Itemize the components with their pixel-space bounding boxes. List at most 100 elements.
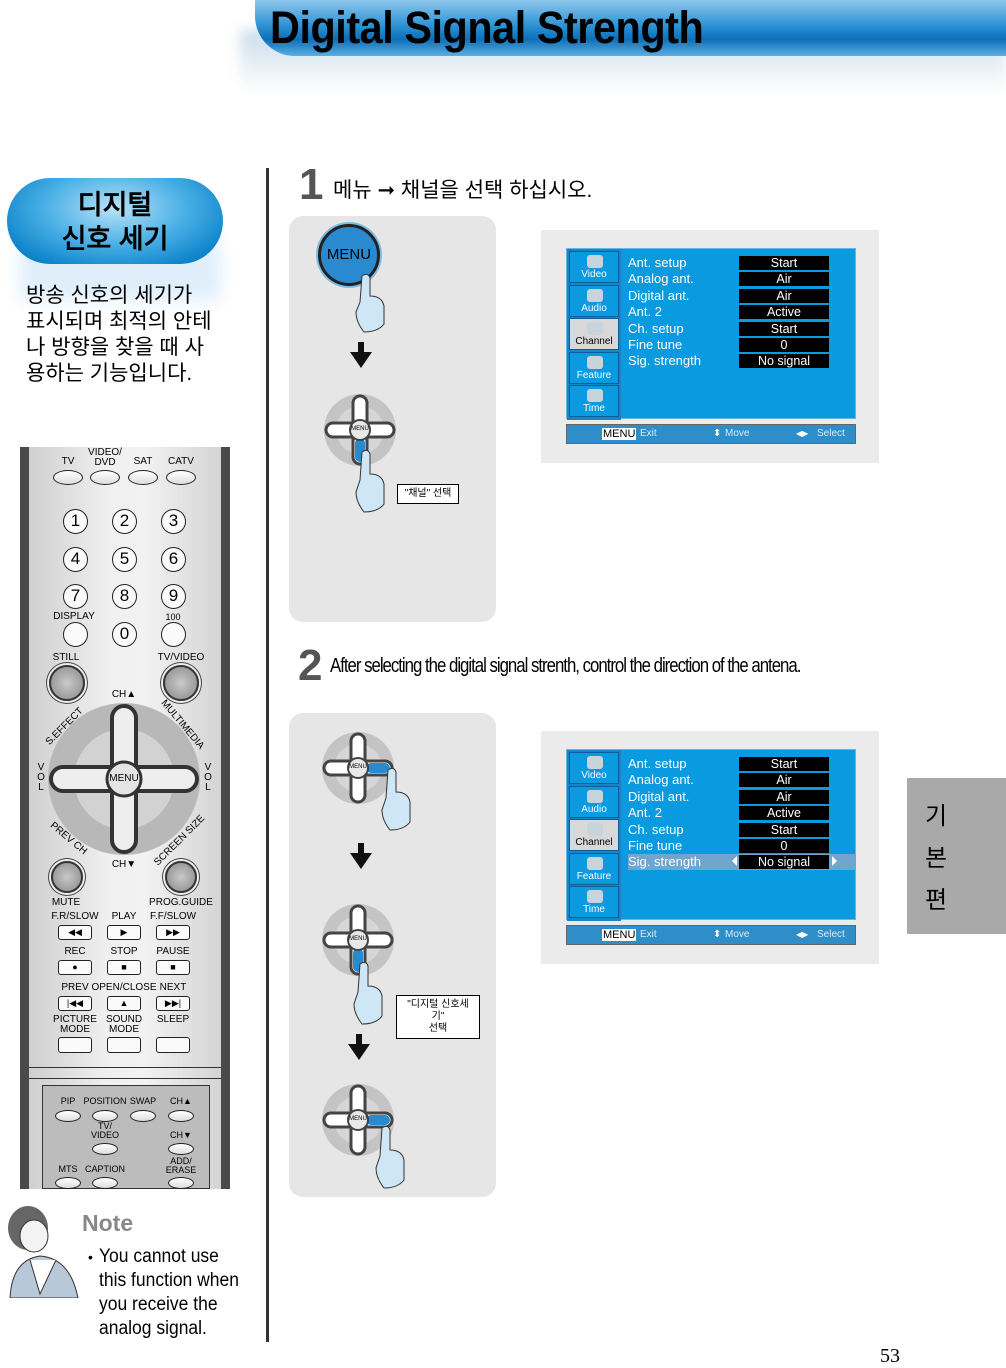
transport-button-pause[interactable]: ■	[156, 960, 190, 975]
menu-tab-feature[interactable]: Feature	[569, 852, 619, 885]
menu-row[interactable]: Analog ant.Air	[628, 772, 856, 788]
transport-button-picture-mode[interactable]	[58, 1037, 92, 1053]
lower-button-position[interactable]	[92, 1110, 118, 1122]
prog-guide-button[interactable]	[165, 861, 197, 893]
digit-button[interactable]: 2	[112, 509, 137, 534]
note-person-icon	[8, 1206, 79, 1298]
lower-button-swap[interactable]	[130, 1110, 156, 1122]
digit-button[interactable]: 8	[112, 584, 137, 609]
video-icon	[587, 756, 603, 769]
menu-tab-label: Audio	[581, 803, 607, 815]
menu-tab-channel[interactable]: Channel	[569, 819, 619, 851]
menu-row[interactable]: Sig. strength No signal	[628, 353, 856, 369]
menu-tab-channel[interactable]: Channel	[569, 318, 619, 350]
source-button-sat[interactable]	[128, 470, 158, 485]
menu-row-label: Ch. setup	[628, 821, 684, 837]
lower-button-caption[interactable]	[92, 1177, 118, 1189]
menu-button-label: MENU	[326, 246, 372, 263]
menu-row[interactable]: Digital ant.Air	[628, 789, 856, 805]
lower-label: ADD/ ERASE	[165, 1156, 197, 1175]
menu-tab-time[interactable]: Time	[569, 385, 619, 417]
exit-label: Exit	[640, 428, 657, 439]
menu-row-value: Start	[739, 256, 829, 270]
transport-label: STOP	[110, 946, 138, 957]
menu-tab-video[interactable]: Video	[569, 752, 619, 784]
channel-icon	[587, 823, 603, 836]
digit-button[interactable]: 1	[63, 509, 88, 534]
transport-button-play[interactable]: ▶	[107, 925, 141, 940]
menu-row[interactable]: Analog ant.Air	[628, 271, 856, 287]
dpad-menu-label: MENU	[351, 426, 369, 432]
transport-label: SLEEP	[156, 1014, 190, 1025]
menu-tab-time[interactable]: Time	[569, 886, 619, 918]
prog-guide-label: PROG.GUIDE	[149, 897, 213, 908]
menu-row[interactable]: Digital ant.Air	[628, 288, 856, 304]
dpad[interactable]	[39, 694, 209, 864]
menu-tab-feature[interactable]: Feature	[569, 351, 619, 384]
digit-button[interactable]: 0	[112, 622, 137, 647]
transport-button-stop[interactable]: ■	[107, 960, 141, 975]
transport-button-f-f-slow[interactable]: ▶▶	[156, 925, 190, 940]
transport-button-rec[interactable]: ●	[58, 960, 92, 975]
menu-row-value: No signal	[739, 855, 829, 870]
still-button[interactable]	[49, 665, 85, 701]
menu-tab-audio[interactable]: Audio	[569, 284, 619, 317]
menu-row-label: Fine tune	[628, 337, 683, 352]
hand-pointer-icon	[355, 273, 385, 333]
transport-button-next[interactable]: ▶▶|	[156, 996, 190, 1011]
menu-row-label: Analog ant.	[628, 271, 694, 287]
hundred-button[interactable]	[161, 622, 186, 647]
audio-icon	[587, 789, 603, 803]
tv-video-button[interactable]	[163, 665, 199, 701]
digit-button[interactable]: 7	[63, 584, 88, 609]
lower-button-mts[interactable]	[55, 1177, 81, 1189]
menu-row-label: Sig. strength	[628, 353, 701, 369]
menu-row-label: Ant. 2	[628, 805, 662, 821]
source-button-tv[interactable]	[53, 470, 83, 485]
digit-button[interactable]: 4	[63, 547, 88, 572]
lower-button-add-erase[interactable]	[168, 1177, 194, 1189]
hand-pointer-icon	[375, 1125, 405, 1189]
move-label: Move	[725, 428, 750, 439]
menu-row-value: No signal	[739, 354, 829, 369]
mute-button[interactable]	[51, 861, 83, 893]
lower-button-ch-[interactable]	[168, 1143, 194, 1155]
transport-button-prev[interactable]: |◀◀	[58, 996, 92, 1011]
transport-button-sound-mode[interactable]	[107, 1037, 141, 1053]
display-label: DISPLAY	[53, 611, 95, 622]
digit-button[interactable]: 6	[161, 547, 186, 572]
digit-button[interactable]: 3	[161, 509, 186, 534]
lower-button-tv-video[interactable]	[92, 1143, 118, 1155]
transport-button-f-r-slow[interactable]: ◀◀	[58, 925, 92, 940]
digit-button[interactable]: 9	[161, 584, 186, 609]
lower-button-pip[interactable]	[55, 1110, 81, 1122]
lower-button-ch-[interactable]	[168, 1110, 194, 1122]
menu-tab-audio[interactable]: Audio	[569, 785, 619, 818]
audio-icon	[587, 288, 603, 302]
menu-row-value: Active	[739, 305, 829, 320]
transport-button-open-close[interactable]: ▲	[107, 996, 141, 1011]
source-button-videodvd[interactable]	[90, 470, 120, 485]
display-button[interactable]	[63, 622, 88, 647]
source-button-catv[interactable]	[166, 470, 196, 485]
menu-row-value: 0	[739, 839, 829, 853]
still-label: STILL	[52, 652, 80, 663]
menu-tab-video[interactable]: Video	[569, 251, 619, 283]
dpad-menu-label: MENU	[109, 773, 139, 784]
step2-number: 2	[298, 641, 323, 690]
step2-text: After selecting the digital signal stren…	[330, 655, 801, 677]
digit-button[interactable]: 5	[112, 547, 137, 572]
dpad-illustration	[322, 732, 394, 804]
transport-button-sleep[interactable]	[156, 1037, 190, 1053]
feature-icon	[587, 856, 603, 870]
